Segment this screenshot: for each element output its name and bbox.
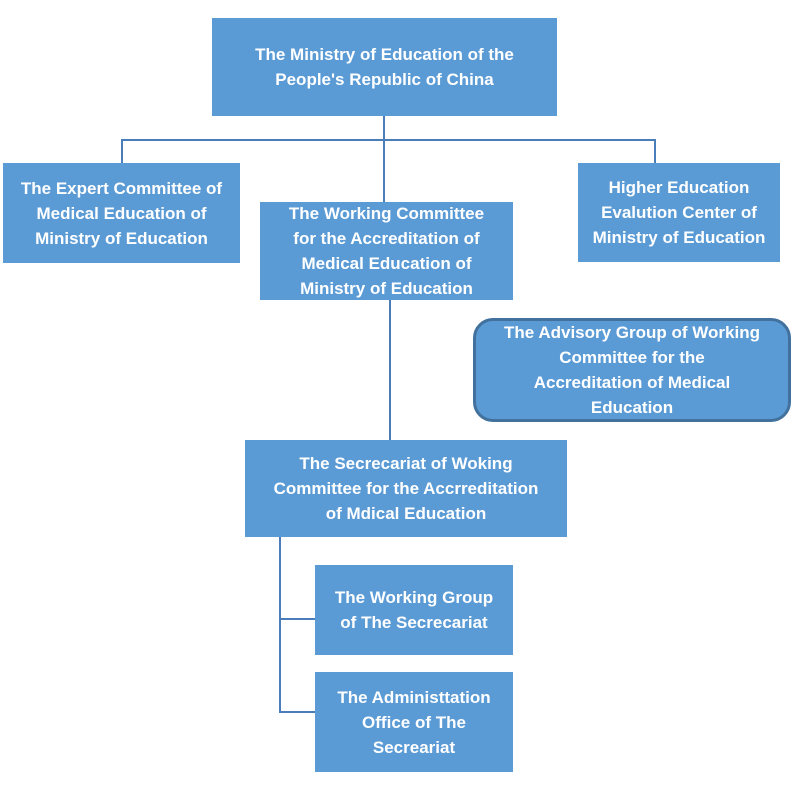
connector-horizontal-bus [121, 139, 656, 141]
connector-expert-drop [121, 139, 123, 163]
org-node-administration-office: The Administtation Office of The Secrear… [315, 672, 513, 772]
connector-stub-admin-office [279, 711, 315, 713]
org-node-label: The Secrecariat of Woking Committee for … [273, 454, 539, 523]
org-node-label: The Expert Committee of Medical Educatio… [20, 178, 223, 248]
connector-secretariat-trunk [279, 537, 281, 713]
org-node-expert-committee: The Expert Committee of Medical Educatio… [3, 163, 240, 263]
org-node-working-group: The Working Group of The Secrecariat [315, 565, 513, 655]
org-node-secretariat: The Secrecariat of Woking Committee for … [245, 440, 567, 537]
org-node-higher-education-center: Higher Education Evalution Center of Min… [578, 163, 780, 262]
org-node-ministry-of-education: The Ministry of Education of the People'… [212, 18, 557, 116]
org-node-label: The Ministry of Education of the People'… [255, 45, 514, 89]
connector-stub-working-group [279, 618, 315, 620]
org-node-label: The Working Group of The Secrecariat [334, 588, 494, 632]
org-node-label: Higher Education Evalution Center of Min… [592, 178, 766, 247]
org-node-label: The Working Committee for the Accreditat… [288, 204, 485, 298]
connector-working-to-secretariat [389, 300, 391, 440]
org-node-working-committee: The Working Committee for the Accreditat… [260, 202, 513, 300]
org-node-label: The Advisory Group of Working Committee … [504, 323, 760, 417]
org-node-advisory-group: The Advisory Group of Working Committee … [473, 318, 791, 422]
org-node-label: The Administtation Office of The Secrear… [337, 687, 491, 757]
connector-higher-drop [654, 139, 656, 163]
connector-ministry-vertical [383, 116, 385, 202]
